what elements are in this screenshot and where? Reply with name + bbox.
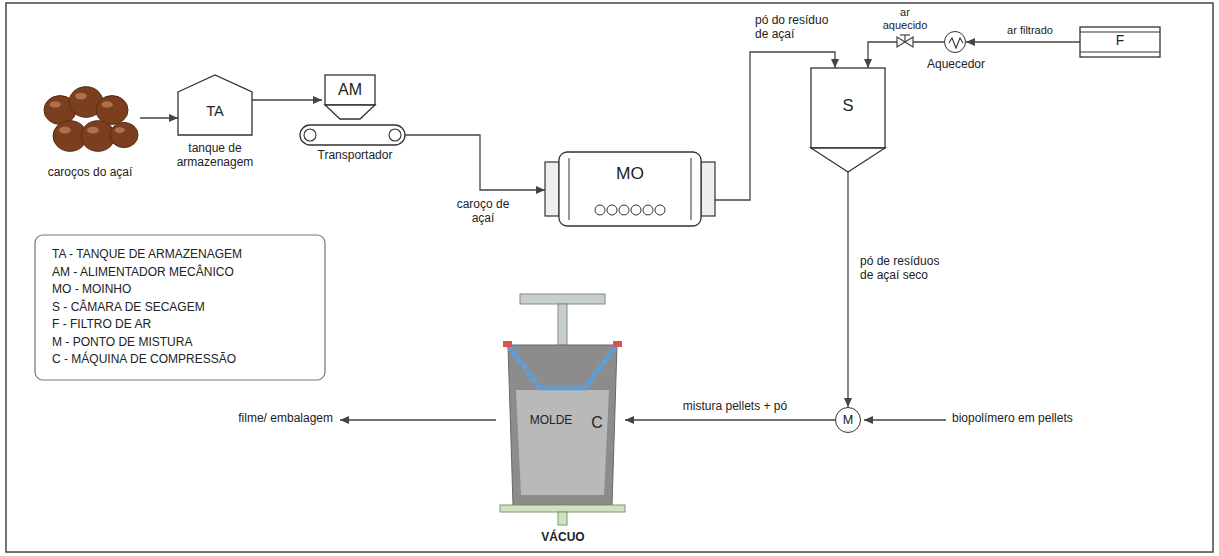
dryer-chamber (811, 68, 885, 148)
flow-connector (966, 41, 1080, 42)
flow-label: ar filtrado (985, 24, 1075, 37)
compression-machine: MOLDE C (500, 290, 625, 525)
seed-highlight (87, 127, 99, 134)
seed-highlight (102, 101, 113, 107)
drying-chamber-drawing (811, 68, 885, 172)
flow-label: pó de resíduos de açaí seco (860, 255, 950, 283)
node-code: AM (325, 81, 375, 99)
seed-highlight (59, 127, 71, 134)
press-stem (558, 304, 567, 346)
seed-illustration: caroços do açaí (40, 80, 140, 160)
press-body (508, 345, 617, 505)
legend-entry: S - CÂMARA DE SECAGEM (52, 301, 205, 315)
input-label: biopolímero em pellets (952, 412, 1073, 426)
mixing-point: M (835, 407, 861, 433)
node-code: MO (545, 164, 715, 184)
mill-cap (545, 162, 559, 216)
mold-cavity (516, 390, 609, 495)
conveyor-roller (304, 129, 316, 141)
feed-arrow (864, 419, 946, 420)
conveyor-label: Transportador (300, 149, 410, 163)
flow-connector (252, 99, 322, 100)
valve-handle (900, 34, 910, 35)
flow-connector (405, 135, 545, 190)
legend-entry: TA - TANQUE DE ARMAZENAGEM (52, 248, 242, 262)
mold-text: MOLDE (520, 414, 582, 428)
hopper-funnel (325, 105, 375, 119)
clamp (613, 341, 622, 347)
legend-entry: MO - MOINHO (52, 283, 131, 297)
node-code: TA (178, 103, 252, 120)
output-label: filme/ embalagem (228, 412, 333, 426)
node-caption: Aquecedor (920, 58, 992, 72)
flow-connector (140, 117, 178, 118)
heater-coil (949, 38, 963, 48)
flow-connector (625, 419, 835, 420)
mechanical-feeder-drawing (322, 75, 405, 145)
legend-box (35, 235, 325, 380)
legend-entry: M - PONTO DE MISTURA (52, 336, 192, 350)
node-caption: tanque de armazenagem (165, 142, 265, 170)
flow-label: mistura pellets + pó (650, 400, 820, 414)
acai-seed (110, 122, 138, 147)
mill-line (691, 158, 692, 220)
outer-border (6, 3, 1213, 552)
mill-ball (595, 205, 605, 215)
seed-highlight (115, 127, 125, 133)
drying-chamber: S (811, 68, 885, 172)
vacuum-port (558, 512, 567, 525)
legend-entry: C - MÁQUINA DE COMPRESSÃO (52, 353, 236, 367)
mechanical-feeder: AM (322, 75, 405, 145)
tank-outline (178, 75, 252, 135)
mill-ball (643, 205, 653, 215)
seed-illustration-drawing (40, 80, 140, 160)
air-filter: F (1080, 27, 1160, 57)
flow-label: caroço de açaí (452, 198, 514, 226)
hopper-box (325, 75, 375, 105)
node-code: M (836, 413, 860, 427)
mill-ball (619, 205, 629, 215)
node-code: S (811, 96, 885, 115)
node-code: F (1080, 33, 1160, 49)
valve-handle (904, 35, 905, 42)
output-arrow (340, 419, 496, 420)
seed-highlight (75, 93, 87, 100)
conveyor-roller (389, 129, 401, 141)
flow-label: ar aquecido (878, 6, 932, 31)
storage-tank: TAtanque de armazenagem (178, 75, 252, 135)
filter-line (1080, 52, 1160, 53)
mill-ball (631, 205, 641, 215)
legend-entry: AM - ALIMENTADOR MECÂNICO (52, 266, 234, 280)
seed-highlight (50, 101, 61, 107)
heater-symbol: Aquecedor (944, 31, 966, 53)
node-code: C (588, 414, 606, 432)
valve-symbol (905, 37, 913, 47)
mill-cap (701, 162, 715, 216)
mold-film (508, 345, 617, 388)
mill-line (569, 158, 570, 220)
mill-drawing (545, 150, 715, 228)
filter-box (1080, 27, 1160, 57)
clamp (503, 341, 512, 347)
node-caption: caroços do açaí (20, 166, 160, 180)
flow-label: pó do resíduo de açaí (755, 14, 841, 42)
mill-ball (655, 205, 665, 215)
press-base (500, 505, 625, 512)
press-bar (520, 294, 605, 304)
valve-symbol (897, 37, 905, 47)
heater-symbol-drawing (945, 32, 965, 52)
vacuum-label: VÁCUO (530, 531, 596, 545)
mill-ball (607, 205, 617, 215)
acai-seed (96, 96, 128, 125)
mill: MO (545, 150, 715, 228)
dryer-funnel (811, 148, 885, 172)
conveyor-belt (300, 125, 405, 145)
compression-machine-drawing (500, 290, 625, 525)
legend-entry: F - FILTRO DE AR (52, 318, 151, 332)
flow-connector (847, 172, 848, 407)
